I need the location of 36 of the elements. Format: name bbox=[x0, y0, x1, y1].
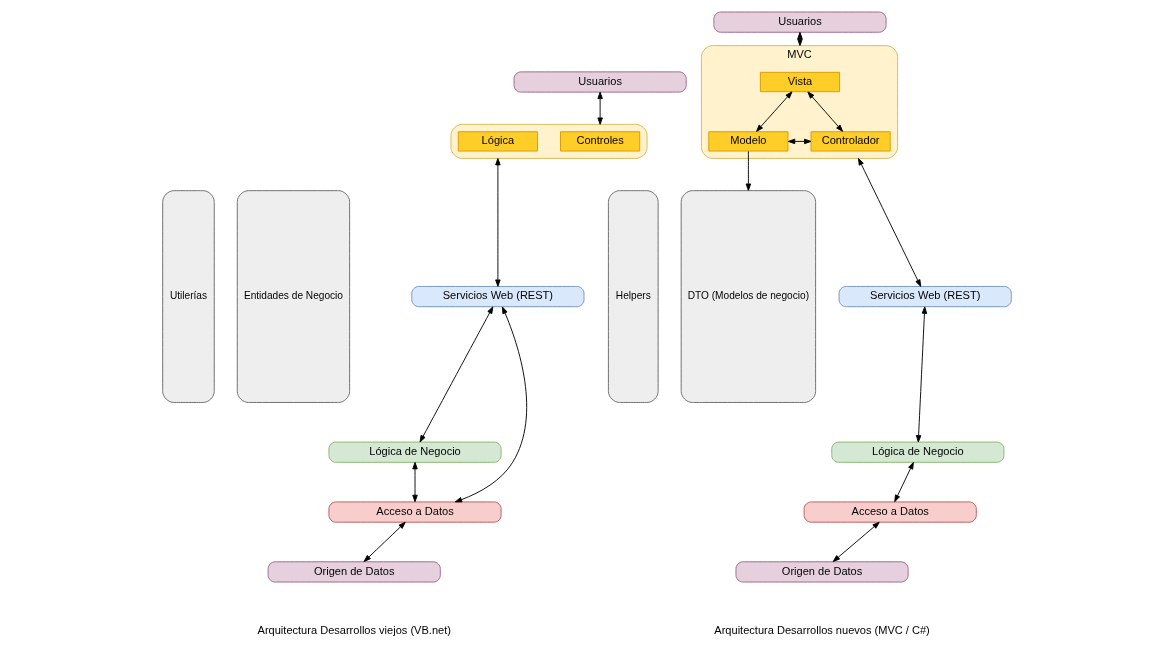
arrow bbox=[807, 91, 844, 132]
node-box: Controles bbox=[560, 131, 641, 152]
node-box: Helpers bbox=[607, 190, 659, 403]
arrow bbox=[894, 462, 914, 503]
node-box: Utilerías bbox=[162, 190, 215, 403]
arrow bbox=[915, 306, 928, 443]
node-box: Acceso a Datos bbox=[803, 501, 977, 523]
arrow bbox=[787, 138, 812, 145]
node-box: Vista bbox=[759, 71, 840, 93]
arrow bbox=[419, 306, 494, 443]
label: Arquitectura Desarrollos nuevos (MVC / C#) bbox=[714, 624, 930, 637]
arrow bbox=[858, 157, 922, 287]
node-box: Entidades de Negocio bbox=[236, 190, 351, 403]
arrow bbox=[495, 157, 501, 287]
node-box: Lógica de Negocio bbox=[328, 441, 502, 463]
node-box: Usuarios bbox=[513, 71, 687, 93]
node-box: Servicios Web (REST) bbox=[411, 286, 585, 308]
arrow bbox=[745, 151, 752, 191]
arrow bbox=[597, 91, 603, 125]
cluster bbox=[450, 123, 648, 159]
arrow bbox=[454, 306, 528, 503]
node-box: Lógica bbox=[457, 131, 538, 152]
arrow bbox=[363, 521, 406, 562]
node-box: DTO (Modelos de negocio) bbox=[680, 190, 817, 403]
arrow bbox=[832, 521, 880, 562]
label: Arquitectura Desarrollos viejos (VB.net) bbox=[257, 624, 451, 637]
node-box: Origen de Datos bbox=[735, 561, 909, 583]
node-box: Acceso a Datos bbox=[328, 501, 502, 523]
arrow bbox=[756, 91, 793, 132]
arrow bbox=[412, 462, 418, 503]
node-box: Origen de Datos bbox=[267, 561, 441, 583]
node-box: Lógica de Negocio bbox=[831, 441, 1005, 463]
node-box: Modelo bbox=[708, 131, 789, 152]
node-box: Controlador bbox=[810, 131, 891, 152]
node-box: Usuarios bbox=[713, 11, 887, 33]
node-box: Servicios Web (REST) bbox=[838, 286, 1012, 308]
